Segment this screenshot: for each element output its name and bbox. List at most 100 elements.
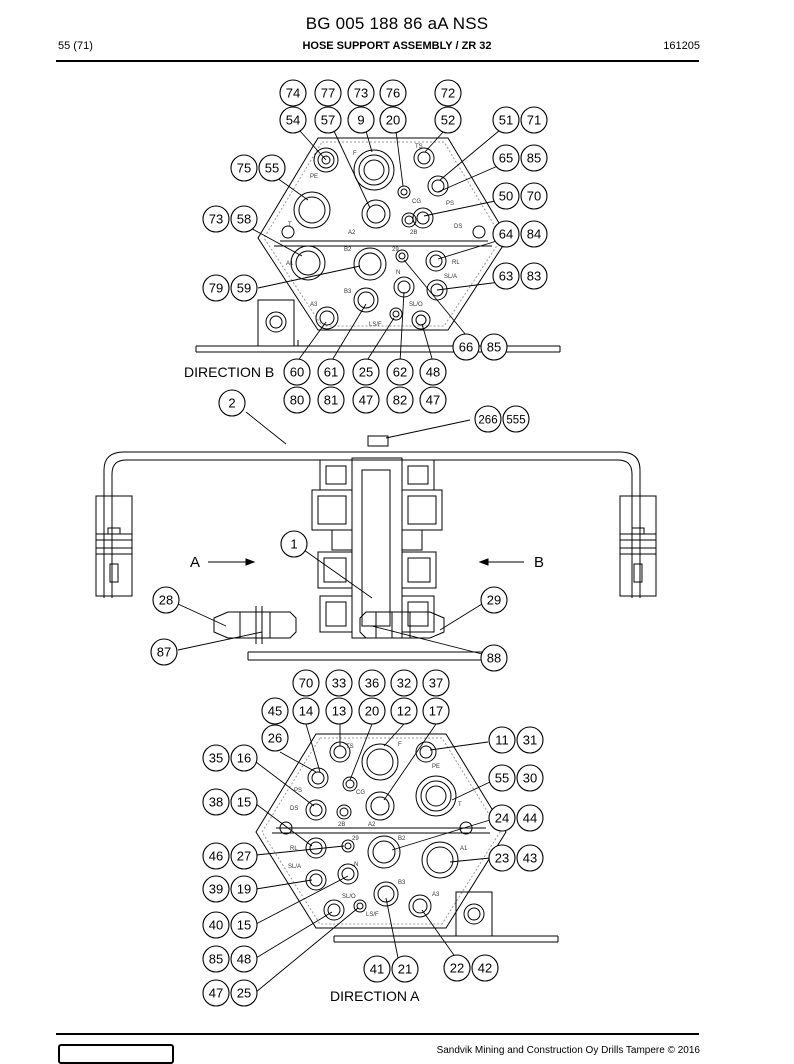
- svg-text:F: F: [398, 742, 402, 748]
- item-balloon-label: 43: [523, 851, 537, 866]
- manifold-outline-a: [255, 733, 507, 929]
- direction-a-label: DIRECTION A: [330, 988, 420, 1004]
- item-balloon-label: 85: [209, 952, 223, 967]
- item-balloon-label: 66: [459, 340, 473, 355]
- item-balloon-label: 12: [397, 704, 411, 719]
- svg-text:RL: RL: [452, 260, 460, 266]
- item-balloon: 66: [452, 333, 480, 361]
- item-balloon: 73: [347, 79, 375, 107]
- item-balloon: 85: [520, 144, 548, 172]
- document-title: BG 005 188 86 aA NSS: [305, 14, 489, 33]
- side-view: [95, 411, 657, 661]
- item-balloon-label: 62: [393, 365, 407, 380]
- leader-lines-side: [177, 411, 483, 655]
- item-balloon: 61: [317, 358, 345, 386]
- item-balloon: 47: [419, 386, 447, 414]
- item-balloon-label: 16: [237, 751, 251, 766]
- item-balloon-label: 33: [332, 676, 346, 691]
- svg-text:A3: A3: [310, 302, 318, 308]
- item-balloon: 55: [488, 764, 516, 792]
- item-balloon-label: 37: [429, 676, 443, 691]
- item-balloon-label: 73: [354, 86, 368, 101]
- item-balloon: 36: [358, 669, 386, 697]
- item-balloon-label: 14: [299, 704, 313, 719]
- port-fittings-a: [279, 741, 473, 921]
- item-balloon: 81: [317, 386, 345, 414]
- item-balloon: 85: [202, 945, 230, 973]
- item-balloon: 83: [520, 262, 548, 290]
- item-balloon-label: 555: [506, 415, 525, 427]
- item-balloon: 70: [520, 182, 548, 210]
- item-balloon-label: 2: [228, 396, 235, 411]
- item-balloon-label: 25: [359, 365, 373, 380]
- item-balloon-label: 40: [209, 918, 223, 933]
- item-balloon: 14: [292, 697, 320, 725]
- arrow-b-label: B: [534, 554, 544, 571]
- item-balloon-label: 48: [237, 952, 251, 967]
- svg-text:CG: CG: [412, 199, 421, 205]
- company-logo: [58, 1044, 174, 1064]
- item-balloon-label: 71: [527, 113, 541, 128]
- mounting-bracket-b: [257, 299, 295, 347]
- fittings-side-right: [401, 459, 443, 633]
- item-balloon-label: 60: [290, 365, 304, 380]
- item-balloon: 88: [480, 644, 508, 672]
- fittings-side-left: [311, 459, 353, 633]
- item-balloon-label: 59: [237, 281, 251, 296]
- footer-copyright: Sandvik Mining and Construction Oy Drill…: [436, 1045, 700, 1056]
- item-balloon: 30: [516, 764, 544, 792]
- item-balloon: 13: [325, 697, 353, 725]
- item-balloon-label: 84: [527, 227, 541, 242]
- item-balloon-label: 82: [393, 393, 407, 408]
- item-balloon-label: 17: [429, 704, 443, 719]
- item-balloon-label: 88: [487, 651, 501, 666]
- item-balloon-label: 46: [209, 849, 223, 864]
- arrow-a-label: A: [190, 554, 200, 571]
- svg-text:F: F: [353, 151, 357, 157]
- svg-text:N: N: [354, 862, 358, 868]
- revision-date: 161205: [663, 40, 700, 52]
- item-balloon-label: 54: [286, 113, 300, 128]
- svg-text:T: T: [458, 802, 462, 808]
- item-balloon: 29: [480, 586, 508, 614]
- item-balloon: 82: [386, 386, 414, 414]
- item-balloon: 73: [202, 205, 230, 233]
- svg-text:A2: A2: [368, 822, 376, 828]
- item-balloon-label: 21: [398, 962, 412, 977]
- item-balloon-label: 79: [209, 281, 223, 296]
- item-balloon-label: 23: [495, 851, 509, 866]
- item-balloon-label: 64: [499, 227, 513, 242]
- item-balloon: 44: [516, 804, 544, 832]
- manifold-outline-b: [257, 137, 509, 331]
- item-balloon: 31: [516, 726, 544, 754]
- svg-text:2B: 2B: [410, 230, 417, 236]
- item-balloon: 25: [230, 979, 258, 1007]
- item-balloon: 77: [314, 79, 342, 107]
- item-balloon-label: 76: [386, 86, 400, 101]
- item-balloon: 39: [202, 875, 230, 903]
- item-balloon: 84: [520, 220, 548, 248]
- item-balloon: 65: [492, 144, 520, 172]
- item-balloon-label: 15: [237, 795, 251, 810]
- item-balloon-label: 70: [527, 189, 541, 204]
- svg-text:B3: B3: [344, 289, 352, 295]
- item-balloon-label: 51: [499, 113, 513, 128]
- item-balloon: 27: [230, 842, 258, 870]
- item-balloon: 35: [202, 744, 230, 772]
- port-fittings-b: [281, 147, 486, 330]
- item-balloon-label: 83: [527, 269, 541, 284]
- item-balloon: 48: [419, 358, 447, 386]
- item-balloon-label: 47: [359, 393, 373, 408]
- svg-text:A2: A2: [348, 230, 356, 236]
- item-balloon: 23: [488, 844, 516, 872]
- item-balloon: 2: [218, 389, 246, 417]
- item-balloon-label: 63: [499, 269, 513, 284]
- item-balloon: 54: [279, 106, 307, 134]
- leader-lines-a: [255, 723, 491, 993]
- nipple-right: [359, 611, 445, 639]
- item-balloon: 20: [379, 106, 407, 134]
- item-balloon-label: 74: [286, 86, 300, 101]
- item-balloon-label: 38: [209, 795, 223, 810]
